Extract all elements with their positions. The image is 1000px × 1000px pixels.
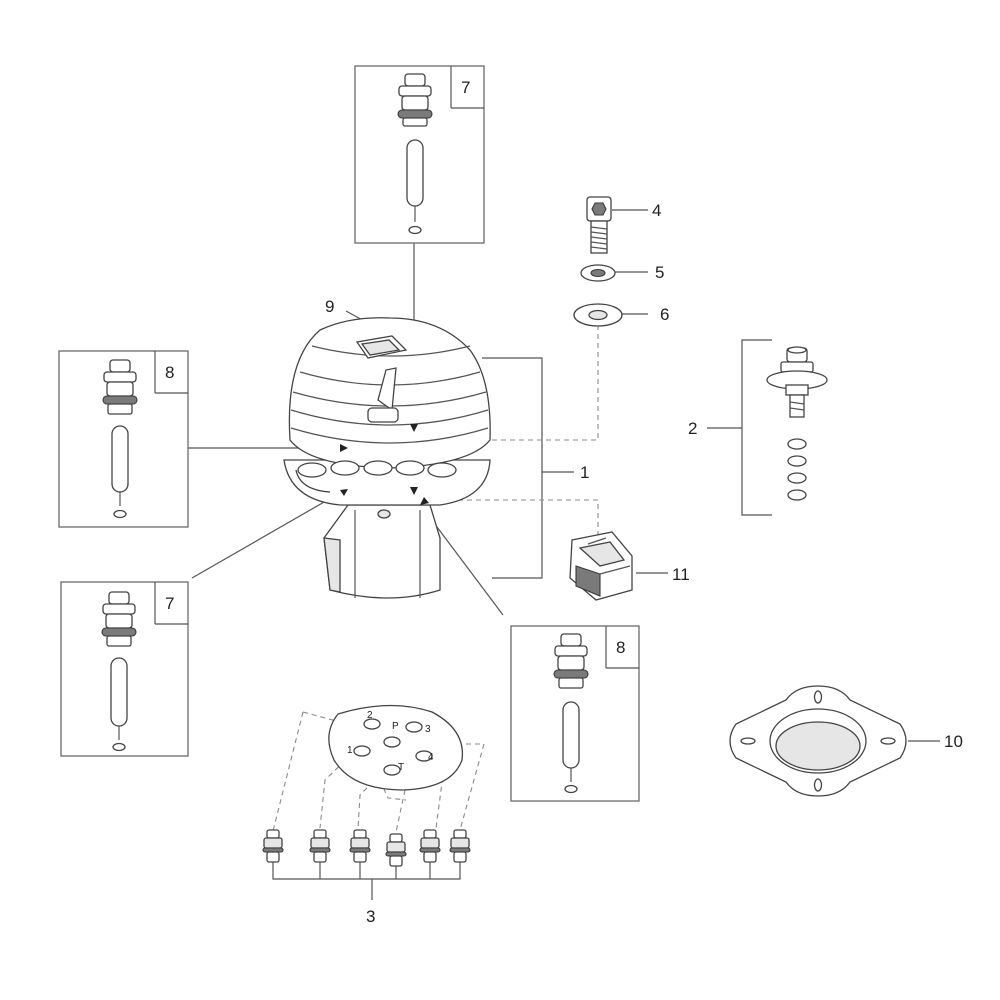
box-top-label: 7 (461, 78, 470, 97)
port-fittings-icon (262, 829, 471, 867)
callout-5: 5 (655, 263, 664, 282)
valve-cartridge-icon (397, 73, 433, 235)
fitting-5-icon (419, 829, 441, 863)
detail-box-right-lower: 8 (510, 625, 640, 802)
callout-10: 10 (944, 732, 963, 751)
fitting-1-icon (262, 829, 284, 863)
fitting-2-icon (309, 829, 331, 863)
port-label-1: 1 (347, 745, 353, 756)
flat-washer-icon (573, 303, 623, 327)
joystick-assembly (283, 317, 491, 599)
detail-box-top: 7 (354, 65, 485, 244)
callout-11: 11 (672, 565, 690, 584)
port-label-P: P (392, 721, 399, 732)
fitting-with-seals-icon (766, 346, 828, 501)
port-label-3: 3 (425, 724, 431, 735)
valve-cartridge-icon (101, 591, 137, 752)
box-right-lower-label: 8 (616, 638, 625, 657)
screw-icon (586, 196, 612, 254)
port-label-T: T (398, 762, 404, 773)
clip-icon (569, 531, 633, 601)
lock-washer-icon (580, 264, 616, 282)
callout-1: 1 (580, 463, 589, 482)
port-plate-icon: 2 P 3 1 4 T (328, 704, 464, 791)
callout-3: 3 (366, 907, 375, 926)
port-label-2: 2 (367, 710, 373, 721)
port-label-4: 4 (428, 752, 434, 763)
box-left-upper-label: 8 (165, 363, 174, 382)
fitting-4-icon (385, 833, 407, 867)
fitting-6-icon (449, 829, 471, 863)
gasket-plate-icon (729, 685, 907, 797)
valve-cartridge-icon (553, 633, 589, 794)
detail-box-left-upper: 8 (58, 350, 189, 528)
detail-box-left-lower: 7 (60, 581, 189, 757)
callout-4: 4 (652, 201, 661, 220)
fitting-3-icon (349, 829, 371, 863)
leader-lines (188, 209, 940, 900)
box-left-lower-label: 7 (165, 594, 174, 613)
valve-cartridge-icon (102, 359, 138, 519)
callout-6: 6 (660, 305, 669, 324)
callout-9: 9 (325, 297, 334, 316)
callout-2: 2 (688, 419, 697, 438)
